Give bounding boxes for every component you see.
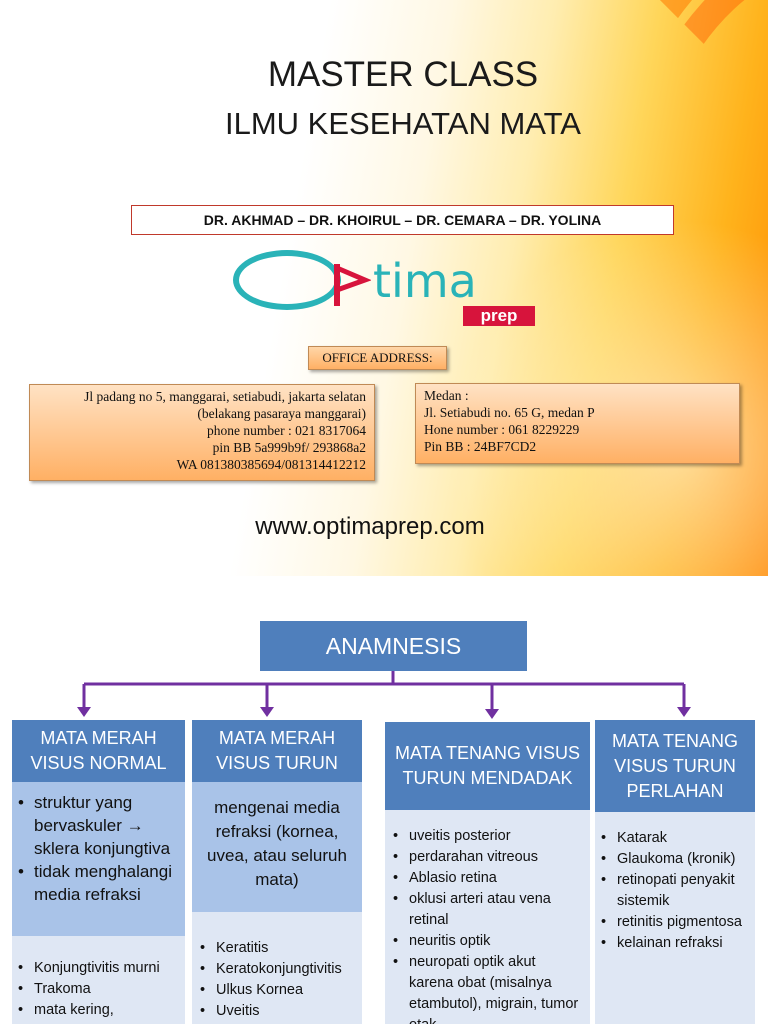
list-item: Glaukoma (kronik) — [599, 849, 751, 870]
description-text: mengenai media refraksi (kornea, uvea, a… — [207, 798, 347, 889]
column-header: MATA TENANG VISUS TURUN MENDADAK — [385, 722, 590, 810]
list-item: Konjungtivitis murni — [16, 958, 181, 979]
title-slide: MASTER CLASS ILMU KESEHATAN MATA DR. AKH… — [0, 0, 768, 576]
column-examples: Katarak Glaukoma (kronik) retinopati pen… — [595, 812, 755, 1024]
column-header: MATA MERAH VISUS TURUN — [192, 720, 362, 782]
address-jakarta: Jl padang no 5, manggarai, setiabudi, ja… — [29, 384, 375, 481]
list-item: struktur yang bervaskuler → sklera konju… — [16, 791, 181, 860]
arrow-head — [677, 707, 691, 717]
list-item: retinitis pigmentosa — [599, 912, 751, 933]
address-line: (belakang pasaraya manggarai) — [197, 406, 366, 421]
tree-connectors — [77, 671, 691, 719]
list-item: oklusi arteri atau vena retinal — [391, 889, 582, 931]
list-item: mata kering, — [16, 1000, 181, 1021]
address-line: phone number : 021 8317064 — [207, 423, 366, 438]
address-line: Hone number : 061 8229229 — [424, 422, 580, 437]
list-item: Ulkus Kornea — [198, 980, 356, 1001]
address-line: Medan : — [424, 388, 469, 403]
address-line: Jl padang no 5, manggarai, setiabudi, ja… — [84, 389, 366, 404]
doctors-banner: DR. AKHMAD – DR. KHOIRUL – DR. CEMARA – … — [131, 205, 674, 235]
column-examples: Konjungtivitis murni Trakoma mata kering… — [12, 936, 185, 1024]
arrow-head — [77, 707, 91, 717]
list-item: tidak menghalangi media refraksi — [16, 860, 181, 906]
logo-prep-badge: prep — [463, 306, 535, 326]
column-header: MATA MERAH VISUS NORMAL — [12, 720, 185, 782]
list-item: retinopati penyakit sistemik — [599, 870, 751, 912]
root-node-anamnesis: ANAMNESIS — [260, 621, 527, 671]
list-item: neuropati optik akut karena obat (misaln… — [391, 952, 582, 1024]
list-item: neuritis optik — [391, 931, 582, 952]
anamnesis-slide: ANAMNESIS MATA MERAH VISUS NORMAL strukt… — [0, 576, 768, 1024]
column-examples: uveitis posterior perdarahan vitreous Ab… — [385, 810, 590, 1024]
website-url: www.optimaprep.com — [255, 513, 485, 540]
list-item: Trakoma — [16, 979, 181, 1000]
arrow-head — [260, 707, 274, 717]
arrow-head — [485, 709, 499, 719]
list-item: perdarahan vitreous — [391, 847, 582, 868]
address-line: pin BB 5a999b9f/ 293868a2 — [212, 440, 366, 455]
logo-p-icon — [334, 264, 372, 306]
list-item: Ablasio retina — [391, 868, 582, 889]
address-line: Jl. Setiabudi no. 65 G, medan P — [424, 405, 595, 420]
logo-o-ring — [233, 250, 341, 310]
address-line: Pin BB : 24BF7CD2 — [424, 439, 537, 454]
list-item: Keratokonjungtivitis — [198, 959, 356, 980]
address-medan: Medan : Jl. Setiabudi no. 65 G, medan P … — [415, 383, 740, 464]
list-item: Katarak — [599, 828, 751, 849]
column-description: struktur yang bervaskuler → sklera konju… — [12, 782, 185, 936]
address-line: WA 081380385694/081314412212 — [176, 457, 366, 472]
list-item: kelainan refraksi — [599, 933, 751, 954]
logo-wordmark: tima — [373, 254, 477, 308]
list-item: Keratitis — [198, 938, 356, 959]
office-address-label: OFFICE ADDRESS: — [308, 346, 447, 370]
logo-p-glyph — [331, 260, 372, 320]
optima-prep-logo: tima prep — [233, 250, 543, 330]
list-item: Uveitis — [198, 1001, 356, 1022]
slide-title: MASTER CLASS — [267, 55, 539, 94]
column-description: mengenai media refraksi (kornea, uvea, a… — [192, 782, 362, 912]
list-item: uveitis posterior — [391, 826, 582, 847]
slide-subtitle: ILMU KESEHATAN MATA — [225, 106, 581, 141]
column-header: MATA TENANG VISUS TURUN PERLAHAN — [595, 720, 755, 812]
column-examples: Keratitis Keratokonjungtivitis Ulkus Kor… — [192, 912, 362, 1024]
